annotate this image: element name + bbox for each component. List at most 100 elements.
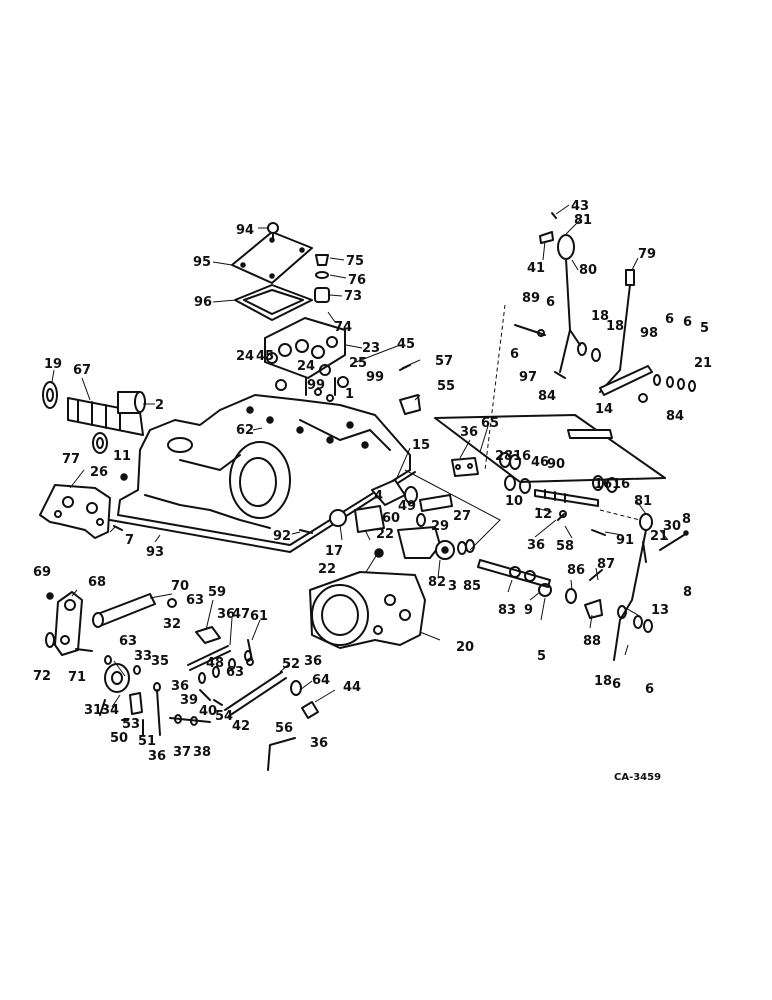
- shaft-70: [92, 593, 156, 628]
- callout-37: 37: [173, 745, 191, 760]
- callout-7: 7: [125, 533, 134, 548]
- callout-23: 23: [362, 341, 380, 356]
- spool-15-4: [371, 479, 418, 506]
- callout-20: 20: [456, 640, 474, 655]
- callout-35: 35: [151, 654, 169, 669]
- callout-68: 68: [88, 575, 106, 590]
- callout-6c: 6: [665, 312, 674, 327]
- callout-79: 79: [638, 247, 656, 262]
- callout-73: 73: [344, 289, 362, 304]
- callout-40: 40: [199, 704, 217, 719]
- callout-36f: 36: [148, 749, 166, 764]
- callout-48: 48: [206, 656, 224, 671]
- shaft-67: [67, 397, 144, 436]
- rod-56: [267, 737, 296, 771]
- callout-54: 54: [215, 709, 233, 724]
- callout-22b: 22: [318, 562, 336, 577]
- washers-18-6: [577, 342, 696, 403]
- callout-30: 30: [663, 519, 681, 534]
- callout-24a: 24: [236, 349, 254, 364]
- bracket-77: [39, 484, 111, 539]
- callout-38: 38: [193, 745, 211, 760]
- callout-16c: 16: [612, 477, 630, 492]
- callout-90: 90: [547, 457, 565, 472]
- rod-83: [477, 559, 551, 588]
- callout-9: 9: [524, 603, 533, 618]
- valve-82: [397, 526, 475, 560]
- callout-6e: 6: [612, 677, 621, 692]
- callout-69: 69: [33, 565, 51, 580]
- link-86-9-5: [538, 583, 577, 604]
- callout-74: 74: [334, 320, 352, 335]
- callout-labels: 43 81 41 80 79 94 95 75 76 73 96 74 89 6…: [33, 199, 712, 764]
- callout-49: 49: [398, 499, 416, 514]
- callout-67: 67: [73, 363, 91, 378]
- leader-lines: [51, 204, 669, 708]
- stack-75-76-73: [314, 254, 330, 303]
- callout-36g: 36: [310, 736, 328, 751]
- callout-61: 61: [250, 609, 268, 624]
- callout-50: 50: [110, 731, 128, 746]
- callout-47: 47: [232, 607, 250, 622]
- callout-3: 3: [448, 579, 457, 594]
- callout-39: 39: [180, 693, 198, 708]
- bushing-2: [117, 391, 146, 414]
- screw-92: [299, 529, 313, 534]
- callout-93: 93: [146, 545, 164, 560]
- callout-32: 32: [163, 617, 181, 632]
- callout-77: 77: [62, 452, 80, 467]
- callout-43: 43: [571, 199, 589, 214]
- figure-code: CA-3459: [614, 772, 661, 783]
- callout-21a: 21: [694, 356, 712, 371]
- callout-14: 14: [595, 402, 613, 417]
- callout-18b: 18: [606, 319, 624, 334]
- callout-8a: 8: [682, 512, 691, 527]
- gasket-96: [234, 284, 313, 321]
- callout-53: 53: [122, 717, 140, 732]
- callout-91: 91: [616, 533, 634, 548]
- callout-36a: 36: [460, 425, 478, 440]
- callout-72: 72: [33, 669, 51, 684]
- callout-81b: 81: [634, 494, 652, 509]
- callout-65: 65: [481, 416, 499, 431]
- rod-47: [187, 645, 231, 671]
- callout-71: 71: [68, 670, 86, 685]
- callout-31: 31: [84, 703, 102, 718]
- arm-97-98: [554, 365, 653, 396]
- valve-block-74: [264, 317, 346, 379]
- clip-65: [451, 457, 479, 477]
- callout-11: 11: [113, 449, 131, 464]
- callout-96: 96: [194, 295, 212, 310]
- clevis-44: [301, 701, 319, 719]
- bolt-53-51: [121, 719, 144, 736]
- bracket-59: [195, 626, 221, 644]
- callout-16b: 16: [594, 477, 612, 492]
- callout-42: 42: [232, 719, 250, 734]
- callout-28: 28: [495, 449, 513, 464]
- callout-56: 56: [275, 721, 293, 736]
- callout-33: 33: [134, 649, 152, 664]
- callout-88: 88: [583, 634, 601, 649]
- callout-76: 76: [348, 273, 366, 288]
- callout-51: 51: [138, 734, 156, 749]
- ring-26: [92, 432, 108, 454]
- pin-89: [514, 324, 546, 337]
- link-plate-14: [434, 414, 666, 483]
- callout-36d: 36: [304, 654, 322, 669]
- callout-46: 46: [531, 455, 549, 470]
- pin-7: [113, 525, 123, 531]
- callout-81: 81: [574, 213, 592, 228]
- callout-25: 25: [349, 356, 367, 371]
- callout-99b: 99: [366, 370, 384, 385]
- callout-45a: 45: [256, 349, 274, 364]
- handle-87-88: [584, 569, 603, 619]
- lever-31-34: [99, 663, 143, 716]
- nut-22: [374, 548, 384, 558]
- callout-4: 4: [374, 489, 383, 504]
- callout-13: 13: [651, 603, 669, 618]
- callout-58: 58: [556, 539, 574, 554]
- callout-6b: 6: [510, 347, 519, 362]
- sleeve-60: [329, 505, 385, 533]
- pin-57: [399, 364, 411, 371]
